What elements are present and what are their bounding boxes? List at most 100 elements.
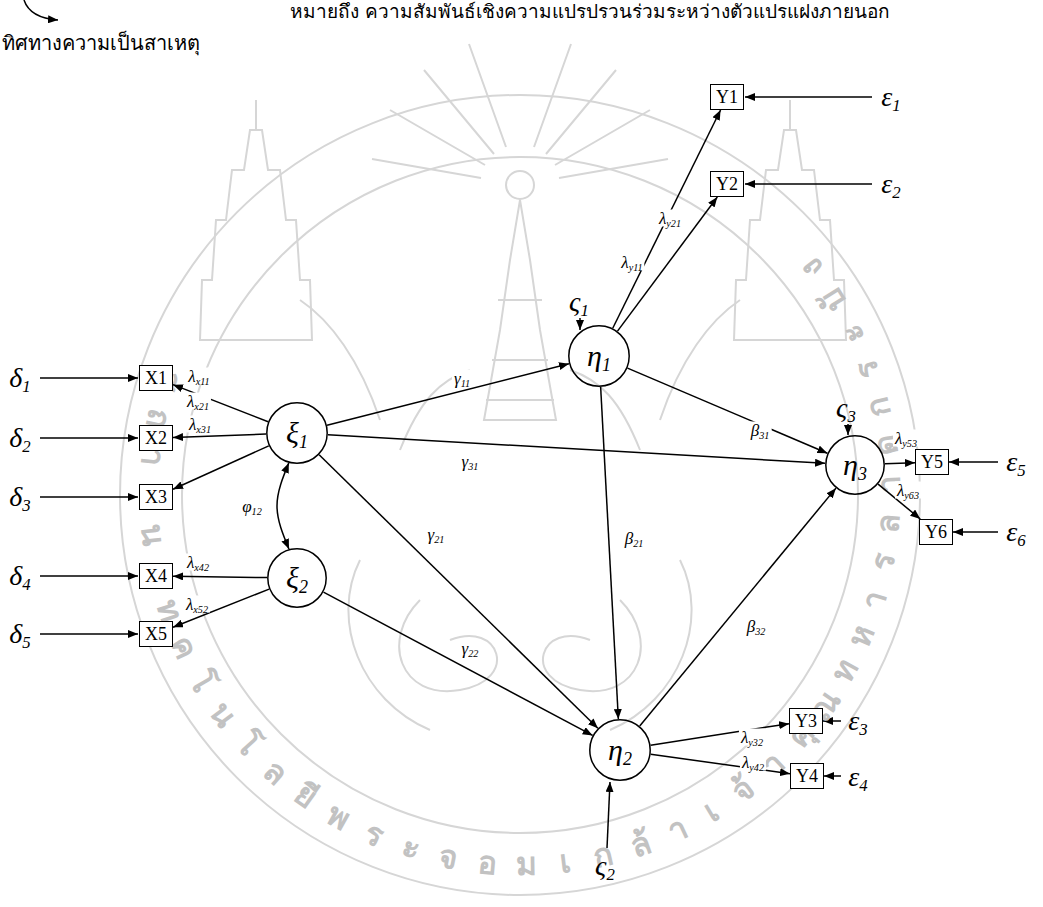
path-coefficient: β31 <box>749 422 772 439</box>
latent-variable: η1 <box>568 325 630 387</box>
latent-variable: η2 <box>589 719 651 781</box>
path-arrow <box>173 576 267 577</box>
indicator-name: X1 <box>145 369 167 387</box>
indicator-name: X2 <box>145 429 167 447</box>
path-arrow <box>618 197 718 331</box>
observed-variable: Y4 <box>790 763 824 789</box>
path-coefficient: λy11 <box>619 254 644 271</box>
path-coefficient: γ31 <box>460 453 481 470</box>
error-term: ε6 <box>1006 517 1025 548</box>
path-arrow <box>613 110 721 328</box>
path-coefficient: λy53 <box>893 430 919 447</box>
error-arrow <box>847 424 849 435</box>
error-arrow <box>40 437 138 439</box>
observed-variable: X2 <box>139 425 173 451</box>
covariance-arrow <box>277 463 289 549</box>
path-coefficient: λx21 <box>185 393 211 410</box>
path-coefficient: γ22 <box>460 640 481 657</box>
latent-variable: ξ2 <box>267 548 327 608</box>
error-arrow <box>953 531 998 533</box>
path-arrow <box>319 455 598 729</box>
error-term: δ3 <box>9 482 30 513</box>
indicator-name: X4 <box>145 567 167 585</box>
observed-variable: Y2 <box>710 171 744 197</box>
path-coefficient: λy63 <box>895 482 921 499</box>
path-coefficient: λx42 <box>185 554 211 571</box>
path-coefficient: γ21 <box>426 526 447 543</box>
error-arrow <box>745 96 872 98</box>
error-arrow <box>40 575 138 577</box>
indicator-name: X3 <box>145 488 167 506</box>
path-coefficient: φ12 <box>240 498 264 515</box>
error-term: δ5 <box>9 619 30 650</box>
latent-name: η3 <box>843 450 867 480</box>
indicator-name: Y6 <box>925 523 947 541</box>
watermark-logo <box>120 44 920 895</box>
path-arrow <box>601 387 619 719</box>
path-arrow <box>323 592 592 735</box>
error-arrow <box>40 496 138 498</box>
path-arrow <box>173 434 266 437</box>
observed-variable: X3 <box>139 484 173 510</box>
disturbance-term: ς2 <box>595 851 615 882</box>
error-arrow <box>824 775 841 777</box>
indicator-name: Y3 <box>795 712 817 730</box>
observed-variable: Y6 <box>919 519 953 545</box>
path-coefficient: λx31 <box>187 416 213 433</box>
circle-outline <box>268 549 326 607</box>
path-arrow <box>327 364 569 426</box>
path-arrow <box>640 488 836 726</box>
disturbance-term: ς3 <box>836 393 856 424</box>
error-arrow <box>40 377 138 379</box>
observed-variable: Y3 <box>789 708 823 734</box>
path-arrow <box>173 446 269 489</box>
indicator-name: Y2 <box>716 175 738 193</box>
indicator-name: Y4 <box>796 767 818 785</box>
circle-outline <box>590 720 650 780</box>
path-coefficient: λx11 <box>186 368 211 385</box>
path-arrow <box>885 463 915 464</box>
path-arrow <box>651 724 789 746</box>
logo-stupa <box>484 200 556 420</box>
error-term: δ4 <box>9 561 30 592</box>
path-arrow <box>628 368 828 453</box>
path-coefficient: λy32 <box>739 729 765 746</box>
path-coefficient: γ11 <box>452 370 472 387</box>
legend-arrow <box>24 0 58 20</box>
path-coefficient: λy42 <box>740 754 766 771</box>
error-arrow <box>949 461 998 463</box>
error-arrow <box>745 183 872 185</box>
observed-variable: Y5 <box>915 449 949 475</box>
path-coefficient: β21 <box>623 530 646 547</box>
path-coefficient: β32 <box>745 618 768 635</box>
latent-name: ξ1 <box>286 418 308 448</box>
curved-arrow-symbol <box>24 0 58 20</box>
latent-variable: η3 <box>825 435 885 495</box>
logo-pagoda <box>200 100 312 340</box>
observed-variable: X5 <box>139 621 173 647</box>
logo-ring <box>182 157 858 833</box>
latent-name: ξ2 <box>286 563 308 593</box>
indicator-name: Y1 <box>716 88 738 106</box>
logo-sun <box>506 171 534 199</box>
error-arrow <box>40 633 138 635</box>
observed-variable: Y1 <box>710 84 744 110</box>
path-coefficient: λx52 <box>184 596 210 613</box>
error-arrows <box>40 97 998 848</box>
logo-rays <box>372 44 668 178</box>
logo-tree <box>300 300 740 450</box>
path-coefficient: λy21 <box>657 210 683 227</box>
error-term: ε3 <box>848 706 867 737</box>
logo-ring <box>120 95 920 895</box>
latent-name: η1 <box>587 341 611 371</box>
path-arrow <box>328 435 825 464</box>
latent-name: η2 <box>608 735 632 765</box>
path-arrow <box>173 589 269 627</box>
error-term: ε4 <box>848 762 867 793</box>
legend-text: หมายถึง ความสัมพันธ์เชิงความแปรปรวนร่วมร… <box>290 1 890 22</box>
legend-text: ทิศทางความเป็นสาเหตุ <box>2 32 200 54</box>
error-term: ε2 <box>881 169 900 200</box>
latent-variable: ξ1 <box>266 402 328 464</box>
error-arrow <box>579 318 581 330</box>
